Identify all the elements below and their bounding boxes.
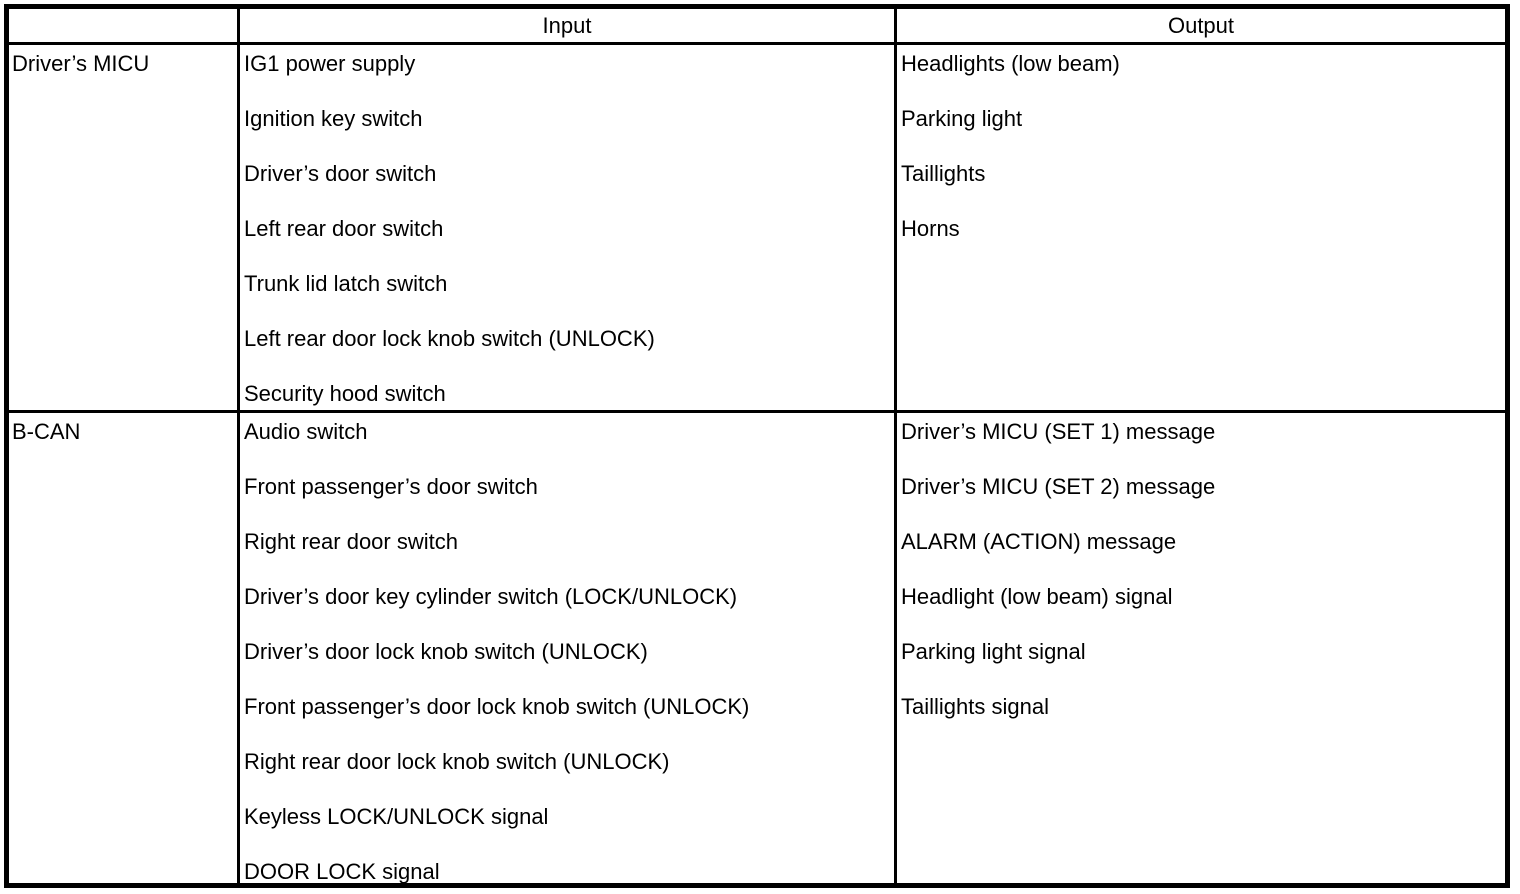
input-item: Right rear door switch [244, 529, 458, 554]
input-item: Right rear door lock knob switch (UNLOCK… [244, 749, 670, 774]
output-item: Driver’s MICU (SET 1) message [901, 419, 1216, 444]
input-item: Front passenger’s door lock knob switch … [244, 694, 750, 719]
input-item: DOOR LOCK signal [244, 859, 440, 883]
output-item: Parking light signal [901, 639, 1086, 664]
output-item: Taillights signal [901, 694, 1049, 719]
input-item: Driver’s door lock knob switch (UNLOCK) [244, 639, 648, 664]
output-item: Parking light [901, 106, 1023, 131]
output-item: Driver’s MICU (SET 2) message [901, 474, 1216, 499]
input-item: Driver’s door key cylinder switch (LOCK/… [244, 584, 738, 609]
io-signal-table: Input Output Driver’s MICU IG1 power sup… [4, 4, 1510, 888]
input-item: Audio switch [244, 419, 368, 444]
input-item: Keyless LOCK/UNLOCK signal [244, 804, 549, 829]
output-item: Taillights [901, 161, 986, 186]
row-bcan-inputs-cell: Audio switch Front passenger’s door swit… [240, 413, 897, 883]
header-input: Input [240, 9, 897, 45]
output-item: Horns [901, 216, 960, 241]
source-label: Driver’s MICU [12, 51, 150, 76]
input-item: IG1 power supply [244, 51, 416, 76]
row-drivers-micu-source-cell: Driver’s MICU [9, 45, 240, 413]
source-label: B-CAN [12, 419, 81, 444]
input-item: Ignition key switch [244, 106, 423, 131]
output-item: ALARM (ACTION) message [901, 529, 1177, 554]
input-item: Left rear door lock knob switch (UNLOCK) [244, 326, 655, 351]
header-output: Output [897, 9, 1505, 45]
row-bcan-source-cell: B-CAN [9, 413, 240, 883]
row-drivers-micu-inputs-cell: IG1 power supply Ignition key switch Dri… [240, 45, 897, 413]
input-item: Left rear door switch [244, 216, 444, 241]
input-item: Front passenger’s door switch [244, 474, 538, 499]
input-item: Driver’s door switch [244, 161, 437, 186]
input-item: Trunk lid latch switch [244, 271, 448, 296]
row-bcan-outputs-cell: Driver’s MICU (SET 1) message Driver’s M… [897, 413, 1505, 883]
row-drivers-micu-outputs-cell: Headlights (low beam) Parking light Tail… [897, 45, 1505, 413]
header-source-cell [9, 9, 240, 45]
input-item: Security hood switch [244, 381, 446, 406]
output-item: Headlight (low beam) signal [901, 584, 1173, 609]
output-item: Headlights (low beam) [901, 51, 1120, 76]
